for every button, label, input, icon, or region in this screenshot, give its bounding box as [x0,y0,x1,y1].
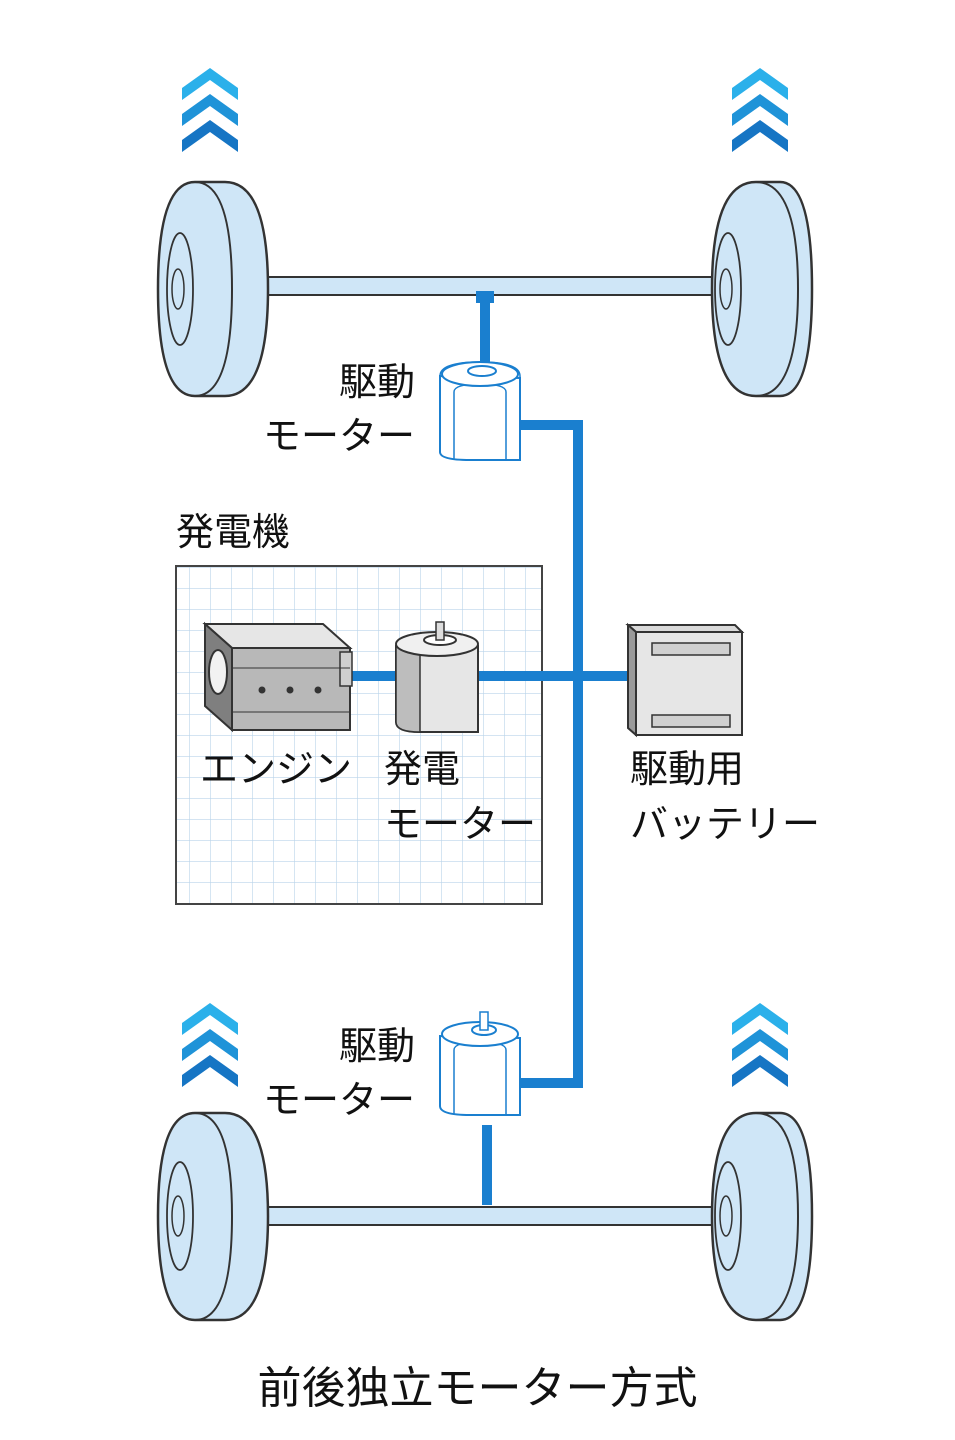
power-line-main [520,420,583,1088]
chevron-up-icon [732,1003,788,1087]
chevron-up-icon [732,68,788,152]
rear-axle [257,1206,731,1226]
rear-motor-label-line1: 駆動 [338,1024,415,1068]
battery-icon [625,622,745,738]
generator-motor-icon [395,621,479,733]
generator-motor-label-line2: モーター [384,802,537,846]
chevron-up-icon [182,68,238,152]
battery-label-line2: バッテリー [630,802,821,846]
rear-drive-motor-icon [439,1011,521,1116]
tire-rear-right [710,1111,814,1322]
front-motor-label-line2: モーター [262,414,415,458]
engine-label: エンジン [200,747,353,791]
rear-motor-label-line2: モーター [262,1078,415,1122]
engine-icon [202,621,353,733]
chevron-up-icon [182,1003,238,1087]
front-motor-label-line1: 駆動 [338,360,415,404]
diagram-caption: 前後独立モーター方式 [257,1363,698,1414]
tire-front-right [710,180,814,398]
tire-rear-left [156,1111,270,1322]
front-axle [257,276,731,303]
tire-front-left [156,180,270,398]
generator-title-label: 発電機 [176,510,291,554]
generator-motor-label-line1: 発電 [384,747,461,791]
battery-label-line1: 駆動用 [630,747,745,791]
generator-box [175,565,543,905]
front-drive-motor-icon [439,361,521,461]
